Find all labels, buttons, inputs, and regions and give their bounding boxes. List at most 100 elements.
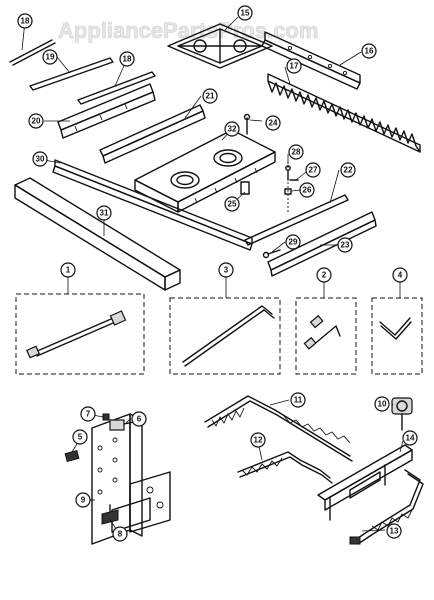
callout-label: 15 [241, 9, 250, 18]
callout-label: 25 [228, 200, 237, 209]
callout-label: 28 [292, 148, 301, 157]
part-21-bracket[interactable] [99, 104, 206, 164]
callout-25: 25 [224, 196, 240, 212]
part-2-electrode[interactable] [303, 314, 341, 350]
callout-26: 26 [299, 182, 315, 198]
callout-label: 26 [303, 186, 312, 195]
part-29-screw[interactable] [262, 249, 281, 259]
callout-7: 7 [80, 406, 96, 422]
part-25-clip[interactable] [240, 181, 250, 195]
part-3-rod[interactable] [182, 305, 275, 367]
part-18-trim-strip[interactable] [77, 71, 156, 105]
part-16-bracket[interactable] [261, 31, 361, 90]
part-22-strip[interactable] [244, 194, 349, 246]
part-7-screw[interactable] [102, 413, 110, 421]
part-13-gas-tube[interactable] [349, 469, 424, 545]
part-18-rod[interactable] [9, 39, 56, 66]
part-19-trim-strip[interactable] [29, 57, 114, 91]
part-4-bent-rod[interactable] [379, 317, 412, 340]
callout-19: 19 [42, 49, 58, 65]
callout-label: 4 [398, 271, 403, 280]
part-17-heat-shield[interactable] [267, 73, 421, 153]
callout-label: 19 [46, 53, 55, 62]
callout-label: 24 [269, 119, 278, 128]
callout-label: 21 [206, 92, 215, 101]
callout-8: 8 [112, 526, 128, 542]
part-5-clip[interactable] [64, 449, 80, 463]
callout-label: 10 [378, 400, 387, 409]
callout-18-top: 18 [17, 13, 33, 29]
callout-label: 9 [81, 496, 86, 505]
callout-label: 8 [118, 530, 123, 539]
callout-label: 11 [294, 396, 303, 405]
part-11-gas-tube[interactable] [204, 395, 353, 462]
callout-24: 24 [265, 115, 281, 131]
callout-1: 1 [60, 262, 76, 278]
callout-9: 9 [75, 492, 91, 508]
callout-27: 27 [305, 162, 321, 178]
callout-15: 15 [237, 5, 253, 21]
callout-17: 17 [286, 58, 302, 74]
part-31-insulation-block[interactable] [14, 177, 181, 291]
callout-4: 4 [392, 267, 408, 283]
callout-label: 16 [365, 47, 374, 56]
callout-18-strip: 18 [119, 51, 135, 67]
callout-2: 2 [316, 267, 332, 283]
part-24-screw[interactable] [243, 113, 251, 135]
callout-label: 2 [322, 271, 327, 280]
callout-5: 5 [72, 429, 88, 445]
callout-label: 20 [32, 117, 41, 126]
kit-3-box [169, 297, 281, 375]
part-14-manifold[interactable] [317, 444, 413, 521]
callout-label: 1 [66, 266, 71, 275]
callout-label: 12 [254, 436, 263, 445]
callout-label: 32 [228, 125, 237, 134]
callout-label: 13 [390, 527, 399, 536]
callout-label: 22 [344, 166, 353, 175]
callout-10: 10 [374, 396, 390, 412]
callout-label: 7 [86, 410, 91, 419]
callout-29: 29 [285, 234, 301, 250]
callout-6: 6 [131, 411, 147, 427]
callout-label: 29 [289, 238, 298, 247]
callout-label: 30 [36, 155, 45, 164]
callout-28: 28 [288, 144, 304, 160]
callout-label: 31 [100, 209, 109, 218]
kit-2-box [295, 297, 357, 375]
callout-20: 20 [28, 113, 44, 129]
part-9-mounting-bracket[interactable] [91, 413, 171, 545]
callout-label: 27 [309, 166, 318, 175]
part-1-igniter-tube[interactable] [26, 310, 127, 359]
callout-label: 6 [137, 415, 142, 424]
kit-1-box [15, 293, 145, 375]
callout-32: 32 [224, 121, 240, 137]
callout-label: 5 [78, 433, 83, 442]
part-23-bracket[interactable] [267, 211, 377, 277]
callout-14: 14 [402, 430, 418, 446]
part-15-grate[interactable] [167, 23, 273, 69]
part-12-gas-tube[interactable] [237, 451, 333, 484]
kit-4-box [371, 297, 423, 375]
callout-16: 16 [361, 43, 377, 59]
callout-label: 3 [224, 266, 229, 275]
callout-21: 21 [202, 88, 218, 104]
part-20-bracket[interactable] [57, 83, 156, 139]
callout-23: 23 [337, 237, 353, 253]
callout-label: 18 [123, 55, 132, 64]
callout-3: 3 [218, 262, 234, 278]
part-10-valve[interactable] [391, 397, 413, 431]
part-8-knob-stem[interactable] [101, 504, 119, 525]
callout-30: 30 [32, 151, 48, 167]
callout-label: 17 [290, 62, 299, 71]
callout-13: 13 [386, 523, 402, 539]
callout-12: 12 [250, 432, 266, 448]
callout-label: 18 [21, 17, 30, 26]
callout-11: 11 [290, 392, 306, 408]
watermark-text: AppliancePartsPros.com [58, 18, 318, 43]
callout-22: 22 [340, 162, 356, 178]
part-30-trim[interactable] [52, 159, 253, 251]
callout-label: 23 [341, 241, 350, 250]
callout-31: 31 [96, 205, 112, 221]
callout-label: 14 [406, 434, 415, 443]
